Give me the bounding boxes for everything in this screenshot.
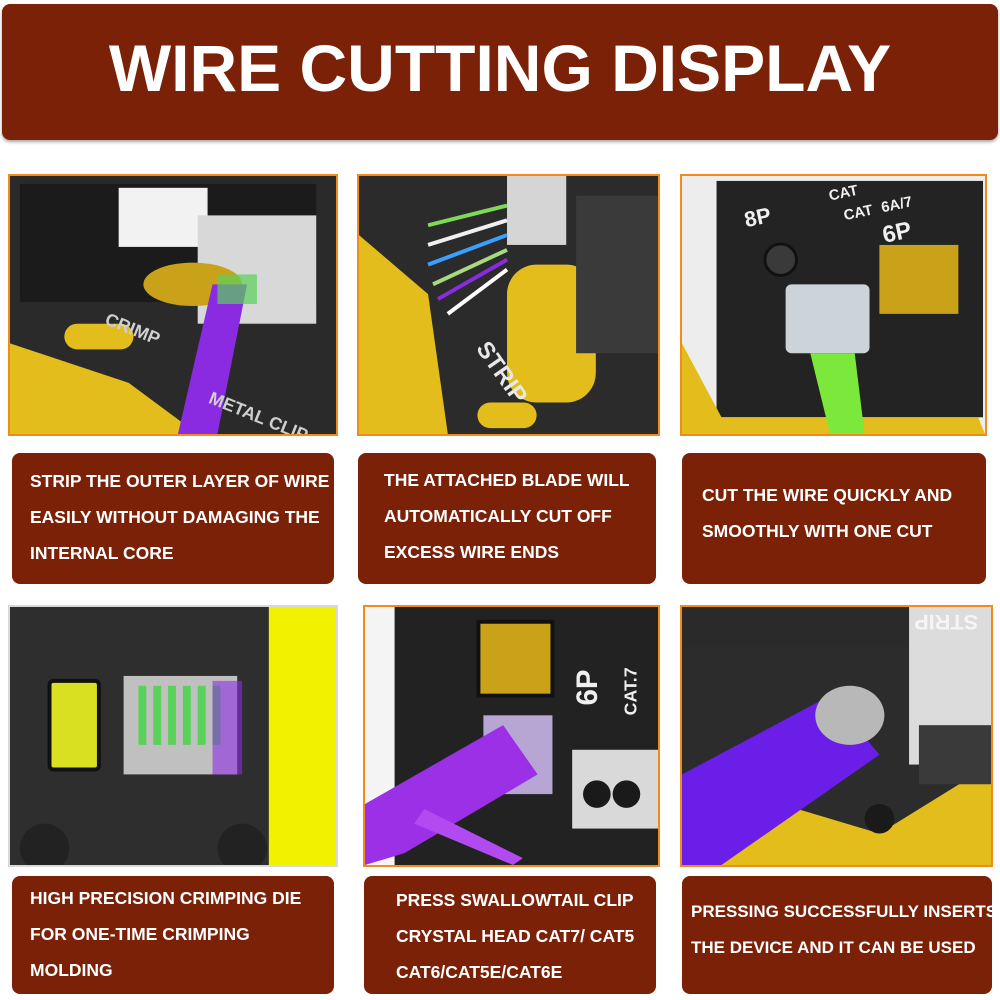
photo-label-6p: 6P bbox=[880, 217, 914, 248]
caption-line: THE ATTACHED BLADE WILL bbox=[384, 470, 630, 490]
page-title: WIRE CUTTING DISPLAY bbox=[108, 31, 892, 105]
photo-inserted-device: STRIP bbox=[680, 605, 993, 867]
caption-swallowtail-clip: PRESS SWALLOWTAIL CLIP CRYSTAL HEAD CAT7… bbox=[364, 876, 656, 994]
caption-line: EXCESS WIRE ENDS bbox=[384, 542, 560, 562]
caption-line: INTERNAL CORE bbox=[30, 543, 174, 563]
photo-label-cat7: CAT.7 bbox=[620, 667, 640, 715]
caption-line: FOR ONE-TIME CRIMPING bbox=[30, 924, 250, 944]
photo-crimping-die bbox=[8, 605, 338, 867]
photo-label-6p: 6P bbox=[571, 669, 604, 705]
caption-line: CUT THE WIRE QUICKLY AND bbox=[702, 485, 953, 505]
caption-line: THE DEVICE AND IT CAN BE USED bbox=[691, 938, 976, 957]
photo-label-8p: 8P bbox=[742, 202, 773, 232]
photo-label-strip: STRIP bbox=[914, 610, 978, 635]
photo-strip-outer-layer: CRIMP METAL CLIP bbox=[8, 174, 338, 436]
title-banner bbox=[2, 4, 998, 140]
photo-label-6a7: 6A/7 bbox=[880, 194, 914, 216]
caption-quick-cut: CUT THE WIRE QUICKLY AND SMOOTHLY WITH O… bbox=[682, 453, 986, 584]
caption-inserted-device: PRESSING SUCCESSFULLY INSERTS THE DEVICE… bbox=[682, 876, 998, 994]
caption-line: EASILY WITHOUT DAMAGING THE bbox=[30, 507, 320, 527]
photo-label-cat-2: CAT bbox=[842, 203, 874, 225]
photo-swallowtail-clip: 6P CAT.7 bbox=[363, 605, 660, 867]
caption-line: AUTOMATICALLY CUT OFF bbox=[384, 506, 612, 526]
photo-label-cat-1: CAT bbox=[828, 183, 860, 205]
caption-line: SMOOTHLY WITH ONE CUT bbox=[702, 521, 933, 541]
photo-blade-cut: STRIP bbox=[357, 174, 660, 436]
caption-line: HIGH PRECISION CRIMPING DIE bbox=[30, 888, 302, 908]
photo-cut-port: 8P CAT CAT 6A/7 6P bbox=[680, 174, 987, 436]
caption-strip-outer-layer: STRIP THE OUTER LAYER OF WIRE EASILY WIT… bbox=[12, 453, 334, 584]
caption-line: CRYSTAL HEAD CAT7/ CAT5 bbox=[396, 926, 635, 946]
caption-line: PRESS SWALLOWTAIL CLIP bbox=[396, 890, 634, 910]
caption-line: STRIP THE OUTER LAYER OF WIRE bbox=[30, 471, 330, 491]
caption-line: CAT6/CAT5E/CAT6E bbox=[396, 962, 563, 982]
caption-crimping-die: HIGH PRECISION CRIMPING DIE FOR ONE-TIME… bbox=[12, 876, 334, 994]
caption-line: MOLDING bbox=[30, 960, 113, 980]
caption-line: PRESSING SUCCESSFULLY INSERTS bbox=[691, 902, 998, 921]
caption-blade-cut: THE ATTACHED BLADE WILL AUTOMATICALLY CU… bbox=[358, 453, 656, 584]
